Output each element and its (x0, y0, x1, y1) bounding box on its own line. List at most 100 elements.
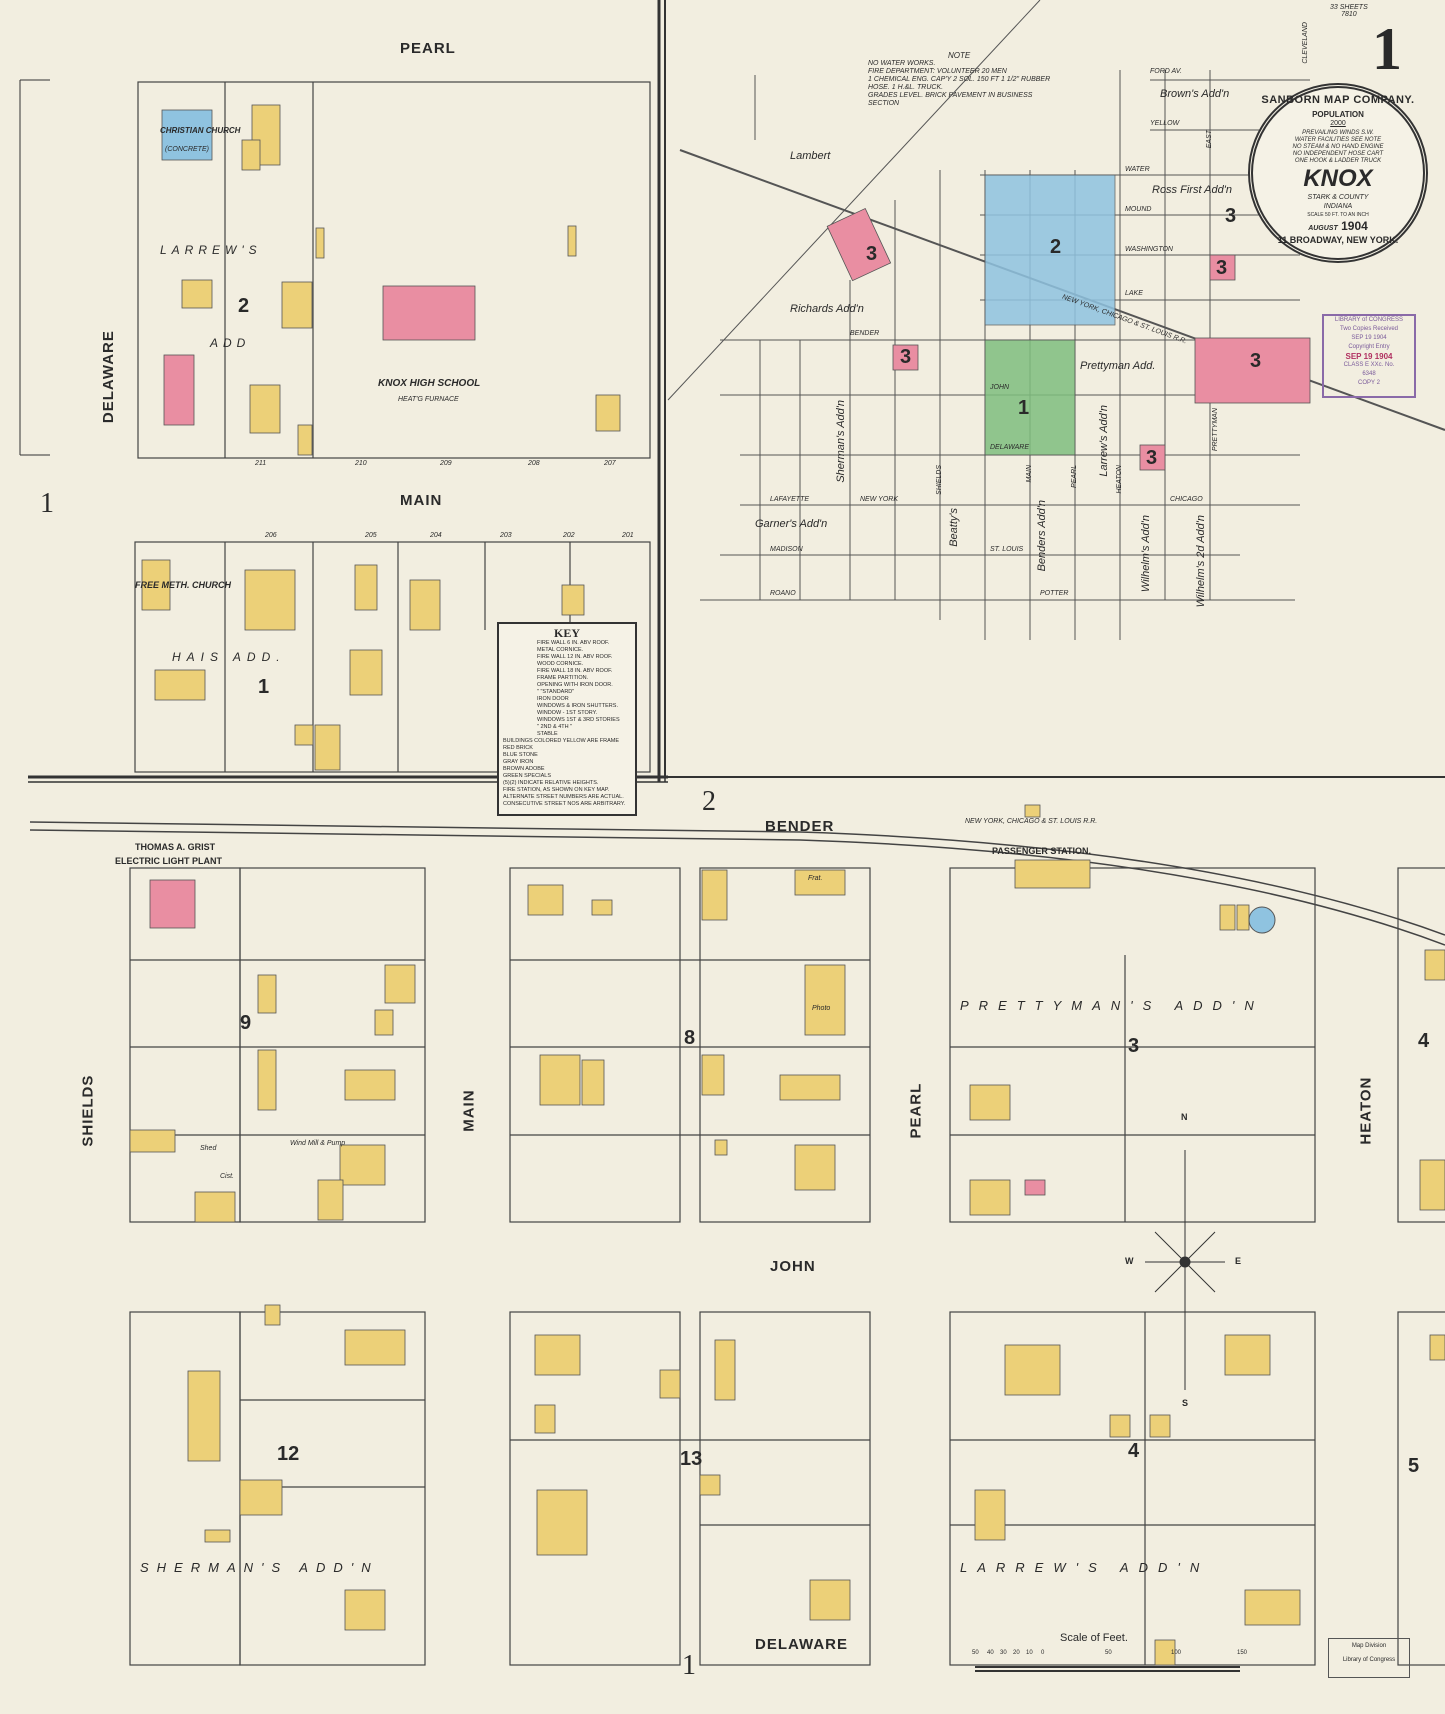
key-line: FIRE WALL 6 IN. ABV ROOF. (537, 640, 610, 646)
inset-buildings (141, 104, 621, 771)
block-number: 4 (1128, 1440, 1140, 1462)
keymap-street-label: NEW YORK (860, 496, 898, 503)
seal-fact: NO STEAM & NO HAND ENGINE (1292, 144, 1384, 150)
key-line: FRAME PARTITION. (537, 675, 589, 681)
railroad (29, 821, 1445, 946)
house-number: 202 (563, 532, 575, 539)
key-line: " "STANDARD" (537, 689, 575, 695)
key-line: BUILDINGS COLORED YELLOW ARE FRAME (503, 738, 620, 744)
keymap-addition-label: Ross First Add'n (1152, 184, 1232, 196)
keymap-addition-label: Beatty's (948, 508, 960, 547)
high-school-label: KNOX HIGH SCHOOL (378, 378, 481, 389)
keymap-street-label: WASHINGTON (1125, 246, 1173, 253)
christian-church (161, 109, 213, 161)
keymap-sheet-number: 3 (1250, 350, 1262, 372)
house-number: 211 (255, 460, 267, 467)
block-number: 12 (277, 1443, 300, 1465)
addition-prettymans: PRETTYMAN'S ADD'N (960, 998, 1264, 1013)
inset-blocks (134, 81, 651, 773)
library-of-congress-stamp: LIBRARY of CONGRESS Two Copies Received … (1322, 314, 1416, 398)
key-line: " 2ND & 4TH " (537, 724, 573, 730)
seal-fact: ONE HOOK & LADDER TRUCK (1294, 158, 1382, 164)
block-number: 3 (1128, 1035, 1140, 1057)
keymap-street-label: MAIN (1026, 465, 1033, 483)
map-key-legend: KEY FIRE WALL 6 IN. ABV ROOF.METAL CORNI… (497, 622, 637, 816)
note-line: HOSE. 1 H.&L. TRUCK. (868, 84, 944, 91)
note-title: NOTE (947, 51, 971, 60)
compass-east: E (1235, 1256, 1242, 1266)
seal-fact: WATER FACILITIES SEE NOTE (1294, 137, 1382, 143)
street-shields: SHIELDS (79, 1074, 97, 1147)
water-tank (1248, 906, 1276, 934)
keymap-addition-label: Benders Add'n (1036, 500, 1048, 572)
free-meth-church-label: FREE METH. CHURCH (135, 580, 231, 590)
keymap-street-label: WATER (1125, 166, 1150, 173)
stamp-line: Two Copies Received (1339, 326, 1399, 332)
sheet-number: 1 (1372, 16, 1402, 82)
key-line: STABLE (537, 731, 558, 737)
street-main-inset: MAIN (400, 492, 443, 509)
block-number: 5 (1408, 1455, 1420, 1477)
street-bender: BENDER (765, 818, 835, 835)
keymap-street-label: BENDER (850, 330, 880, 337)
high-school-note: HEAT'G FURNACE (398, 396, 459, 403)
keymap-street-label: FORD AV. (1150, 68, 1182, 75)
christian-church-note: (CONCRETE) (165, 146, 209, 153)
note-line: FIRE DEPARTMENT: VOLUNTEER 20 MEN (868, 68, 1007, 75)
keymap-addition-label: Larrew's Add'n (1098, 405, 1110, 477)
keymap-street-label: CLEVELAND (1302, 22, 1309, 64)
seal-date: AUGUST 1904 (1253, 219, 1423, 236)
scale-tick: 50 (1105, 1650, 1112, 1656)
addition-hais: HAIS ADD. (172, 650, 286, 664)
key-line: CONSECUTIVE STREET NOS ARE ARBITRARY. (503, 801, 626, 807)
house-number: 207 (604, 460, 616, 467)
key-line: GREEN SPECIALS (503, 773, 551, 779)
compass-rose (1145, 1150, 1225, 1390)
keymap-street-label: SHIELDS (936, 465, 943, 495)
stamp-line: SEP 19 1904 (1351, 335, 1387, 341)
street-pearl: PEARL (907, 1082, 925, 1139)
house-number: 206 (265, 532, 277, 539)
key-line: BLUE STONE (503, 752, 538, 758)
key-line: WINDOW - 1ST STORY. (537, 710, 598, 716)
frat-label: Frat. (808, 875, 823, 882)
key-title: KEY (553, 626, 580, 640)
seal-facts: PREVAILING WINDS S.W. WATER FACILITIES S… (1271, 130, 1405, 165)
knox-high-school (382, 285, 476, 341)
inset-section-number: 1 (40, 488, 54, 519)
scale-tick: 20 (1013, 1650, 1020, 1656)
street-delaware: DELAWARE (755, 1636, 849, 1653)
keymap-sheet-number: 2 (1050, 236, 1062, 258)
note-line: GRADES LEVEL. BRICK PAVEMENT IN BUSINESS (868, 92, 1033, 99)
stamp-line: CLASS E XXc. No. (1343, 362, 1395, 368)
scale-tick: 150 (1237, 1650, 1248, 1656)
keymap-street-label: ROANO (770, 590, 796, 597)
note-line: SECTION (868, 100, 900, 107)
compass-south: S (1182, 1398, 1189, 1408)
keymap-sheet-number: 3 (900, 346, 912, 368)
key-line: FIRE WALL 12 IN. ABV ROOF. (537, 654, 613, 660)
scale-tick: 50 (972, 1650, 979, 1656)
main-buildings (129, 804, 1445, 1666)
keymap-addition-label: Lambert (790, 150, 831, 162)
stamp-line: Copyright Entry (1348, 344, 1390, 350)
house-number: 205 (365, 532, 377, 539)
electric-plant-owner: THOMAS A. GRIST (135, 842, 216, 852)
key-line: OPENING WITH IRON DOOR. (537, 682, 613, 688)
compass-north: N (1181, 1112, 1188, 1122)
keymap-addition-label: Prettyman Add. (1080, 360, 1156, 372)
sheets-id: 7810 (1341, 11, 1357, 18)
seal-month: AUGUST (1308, 225, 1338, 232)
inset-block-number: 2 (238, 295, 250, 317)
key-lines: FIRE WALL 6 IN. ABV ROOF.METAL CORNICE.F… (503, 640, 631, 808)
key-line: RED BRICK (503, 745, 533, 751)
keymap-street-label: CHICAGO (1170, 496, 1203, 503)
keymap-addition-label: Wilhelm's Add'n (1140, 515, 1152, 593)
street-delaware-inset: DELAWARE (99, 330, 117, 424)
key-line: BROWN ADOBE (503, 766, 545, 772)
house-number: 203 (500, 532, 512, 539)
passenger-station-label: PASSENGER STATION. (992, 846, 1092, 856)
keymap-addition-label: Sherman's Add'n (835, 400, 847, 483)
block-number: 4 (1418, 1030, 1430, 1052)
